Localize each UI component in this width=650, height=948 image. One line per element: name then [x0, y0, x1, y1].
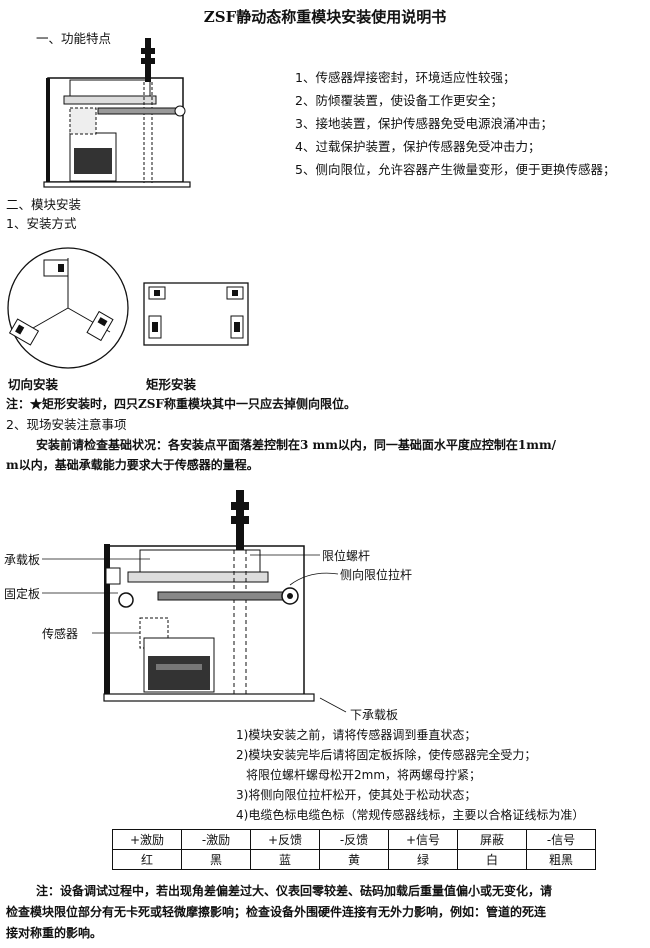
install-method-heading: 1、安装方式	[6, 216, 77, 231]
tangent-install-diagram	[7, 247, 129, 369]
label-side-rod: 侧向限位拉杆	[340, 568, 413, 582]
feature-item: 2、防倾覆装置，使设备工作更安全；	[295, 93, 503, 108]
rect-install-note: 注：★矩形安装时，四只ZSF称重模块其中一只应去掉侧向限位。	[6, 397, 356, 411]
label-load-plate: 承载板	[4, 553, 41, 567]
rect-install-diagram	[143, 282, 249, 346]
label-bottom-plate: 下承载板	[350, 708, 399, 722]
step-2: 2)模块安装完毕后请将固定板拆除，使传感器完全受力；	[236, 748, 537, 762]
document-title: ZSF静动态称重模块安装使用说明书	[203, 8, 447, 26]
feature-item: 3、接地装置，保护传感器免受电源浪涌冲击；	[295, 116, 553, 131]
label-sensor: 传感器	[42, 627, 79, 641]
final-note-line3: 接对称重的影响。	[6, 926, 103, 940]
step-3: 3)将侧向限位拉杆松开，使其处于松动状态；	[236, 788, 477, 802]
cable-header-cell: +反馈	[250, 829, 320, 850]
feature-item: 4、过载保护装置，保护传感器免受冲击力；	[295, 139, 541, 154]
cable-color-cell: 蓝	[250, 849, 320, 870]
step-1: 1)模块安装之前，请将传感器调到垂直状态；	[236, 728, 477, 742]
section1-heading: 一、功能特点	[36, 31, 112, 46]
cable-header-cell: -反馈	[319, 829, 389, 850]
label-fixing-plate: 固定板	[4, 587, 41, 601]
cable-header-cell: -信号	[526, 829, 596, 850]
foundation-para-line2: m以内，基础承载能力要求大于传感器的量程。	[6, 458, 259, 472]
cable-color-row: 红 黑 蓝 黄 绿 白 粗黑	[112, 849, 596, 870]
cable-color-cell: 绿	[388, 849, 458, 870]
cable-header-cell: 屏蔽	[457, 829, 527, 850]
cable-color-table: +激励 -激励 +反馈 -反馈 +信号 屏蔽 -信号 红 黑 蓝 黄 绿 白 粗…	[112, 829, 596, 870]
label-limit-screw: 限位螺杆	[322, 549, 371, 563]
site-notes-heading: 2、现场安装注意事项	[6, 417, 127, 432]
module-drawing-large	[103, 490, 315, 702]
final-note-line1: 注：设备调试过程中，若出现角差偏差过大、仪表回零较差、砝码加载后重量值偏小或无变…	[36, 884, 553, 898]
cable-color-cell: 粗黑	[526, 849, 596, 870]
rect-install-caption: 矩形安装	[146, 377, 197, 392]
step-4: 4)电缆色标电缆色标（常规传感器线标，主要以合格证线标为准）	[236, 808, 585, 822]
cable-header-cell: +信号	[388, 829, 458, 850]
cable-header-cell: -激励	[181, 829, 251, 850]
cable-header-row: +激励 -激励 +反馈 -反馈 +信号 屏蔽 -信号	[112, 829, 596, 850]
cable-color-cell: 黑	[181, 849, 251, 870]
cable-color-cell: 黄	[319, 849, 389, 870]
section2-heading: 二、模块安装	[6, 197, 82, 212]
foundation-para-line1: 安装前请检查基础状况：各安装点平面落差控制在3 mm以内，同一基础面水平度应控制…	[36, 438, 557, 452]
module-drawing-small	[43, 38, 191, 188]
step-2b: 将限位螺杆螺母松开2mm，将两螺母拧紧；	[246, 768, 482, 782]
tangent-install-caption: 切向安装	[8, 377, 59, 392]
cable-color-cell: 白	[457, 849, 527, 870]
cable-header-cell: +激励	[112, 829, 182, 850]
feature-item: 5、侧向限位，允许容器产生微量变形，便于更换传感器；	[295, 162, 616, 177]
cable-color-cell: 红	[112, 849, 182, 870]
feature-item: 1、传感器焊接密封，环境适应性较强；	[295, 70, 516, 85]
final-note-line2: 检查模块限位部分有无卡死或轻微摩擦影响；检查设备外围硬件连接有无外力影响，例如：…	[6, 905, 547, 919]
